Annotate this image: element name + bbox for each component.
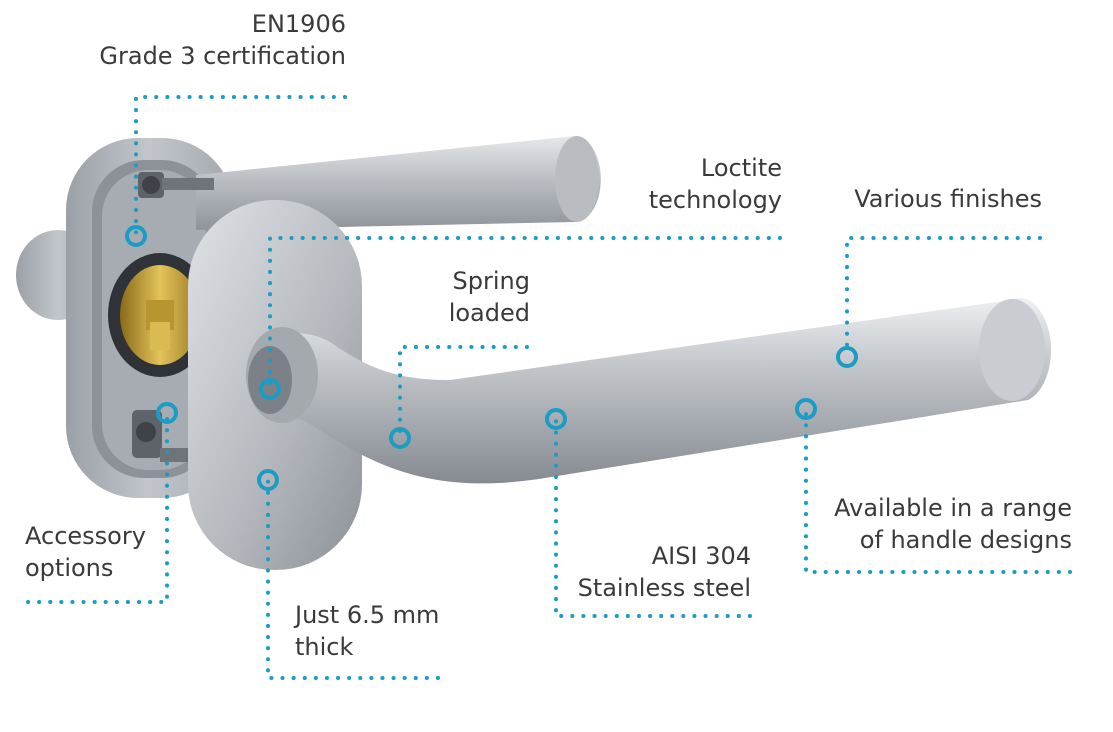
marker-loctite [259,378,281,400]
front-lever-arm [245,297,1052,484]
leader-certification [134,95,347,238]
label-designs: Available in a range of handle designs [834,492,1072,556]
label-spring: Spring loaded [449,265,530,329]
label-loctite-line2: technology [648,186,782,214]
label-accessory-line1: Accessory [25,522,146,550]
label-thickness-line2: thick [295,633,354,661]
label-finishes: Various finishes [854,183,1042,215]
marker-steel [545,408,567,430]
label-steel-line2: Stainless steel [577,574,751,602]
leader-spring [398,345,529,439]
label-designs-line2: of handle designs [859,526,1072,554]
leader-thickness [266,478,440,680]
brass-spindle [108,253,212,377]
label-certification-line1: EN1906 [251,10,346,38]
marker-designs [795,398,817,420]
marker-thickness [257,469,279,491]
label-certification: EN1906 Grade 3 certification [99,8,346,72]
label-accessory-line2: options [25,554,114,582]
label-finishes-line1: Various finishes [854,185,1042,213]
label-spring-line1: Spring [452,267,530,295]
callout-leaders [26,95,1072,680]
leader-steel [554,418,752,618]
leader-designs [804,408,1072,574]
marker-spring [389,427,411,449]
label-thickness-line1: Just 6.5 mm [295,601,440,629]
label-steel-line1: AISI 304 [651,542,751,570]
label-accessory: Accessory options [25,520,146,584]
marker-accessory [156,402,178,424]
label-steel: AISI 304 Stainless steel [578,540,751,604]
marker-finishes [836,346,858,368]
callout-markers [125,225,858,491]
leader-loctite [268,236,782,390]
marker-certification [125,225,147,247]
label-loctite: Loctite technology [649,152,782,216]
leader-accessory [26,411,169,604]
label-thickness: Just 6.5 mm thick [295,599,439,663]
mechanism [132,172,214,462]
label-designs-line1: Available in a range [834,494,1072,522]
label-loctite-line1: Loctite [700,154,782,182]
label-certification-line2: Grade 3 certification [99,42,346,70]
label-spring-line2: loaded [448,299,530,327]
